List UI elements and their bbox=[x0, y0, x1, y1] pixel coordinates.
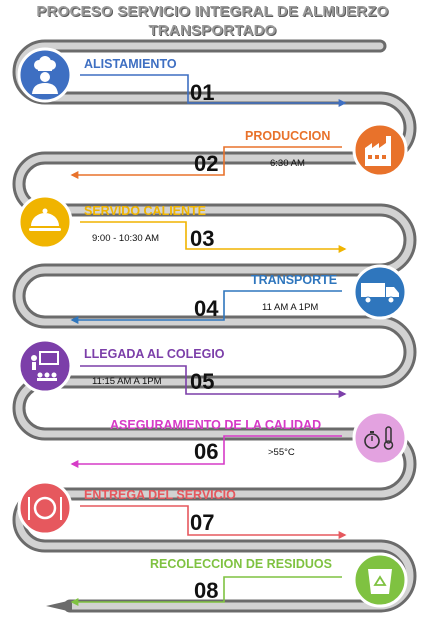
step-8-title: RECOLECCION DE RESIDUOS bbox=[150, 557, 332, 571]
step-4-title: TRANSPORTE bbox=[251, 273, 338, 287]
step-6-connector bbox=[70, 435, 342, 468]
diagram-title-line-2: TRANSPORTADO bbox=[148, 22, 277, 39]
step-4-time: 11 AM A 1PM bbox=[262, 302, 319, 313]
chef-icon bbox=[17, 47, 73, 103]
step-4-number: 04 bbox=[194, 296, 219, 321]
step-2-time: 6:30 AM bbox=[270, 158, 305, 169]
recycle-bin-icon bbox=[352, 552, 408, 608]
step-4-connector bbox=[70, 290, 342, 324]
step-5-time: 11:15 AM A 1PM bbox=[92, 376, 162, 387]
step-6-time: >55°C bbox=[268, 447, 295, 458]
step-2-connector bbox=[70, 146, 342, 179]
step-2-number: 02 bbox=[194, 151, 219, 176]
step-1-connector bbox=[80, 74, 347, 107]
step-1-number: 01 bbox=[190, 80, 215, 105]
step-3-title: SERVIDO CALIENTE bbox=[84, 204, 207, 218]
step-7-title: ENTREGA DEL SERVICIO bbox=[84, 488, 236, 502]
step-8-connector bbox=[70, 576, 342, 606]
plate-cutlery-icon bbox=[17, 480, 73, 536]
truck-icon bbox=[352, 264, 408, 320]
step-3-number: 03 bbox=[190, 226, 215, 251]
step-1-title: ALISTAMIENTO bbox=[84, 57, 177, 71]
step-6-title: ASEGURAMIENTO DE LA CALIDAD bbox=[110, 418, 322, 432]
diagram-title-line-1: PROCESO SERVICIO INTEGRAL DE ALMUERZO bbox=[36, 3, 389, 20]
step-5-number: 05 bbox=[190, 369, 215, 394]
step-3-time: 9:00 - 10:30 AM bbox=[92, 233, 160, 244]
step-8-number: 08 bbox=[194, 578, 219, 603]
stopwatch-thermometer-icon bbox=[352, 410, 408, 466]
serving-cloche-icon bbox=[17, 194, 73, 250]
step-2-title: PRODUCCION bbox=[245, 129, 331, 143]
step-3-connector bbox=[80, 221, 347, 253]
step-7-number: 07 bbox=[190, 510, 215, 535]
step-6-number: 06 bbox=[194, 439, 219, 464]
factory-icon bbox=[352, 122, 408, 178]
step-7-connector bbox=[80, 505, 347, 539]
step-5-title: LLEGADA AL COLEGIO bbox=[84, 347, 225, 361]
step-5-connector bbox=[80, 365, 347, 398]
serpentine-road bbox=[12, 39, 417, 613]
classroom-icon bbox=[17, 338, 73, 394]
